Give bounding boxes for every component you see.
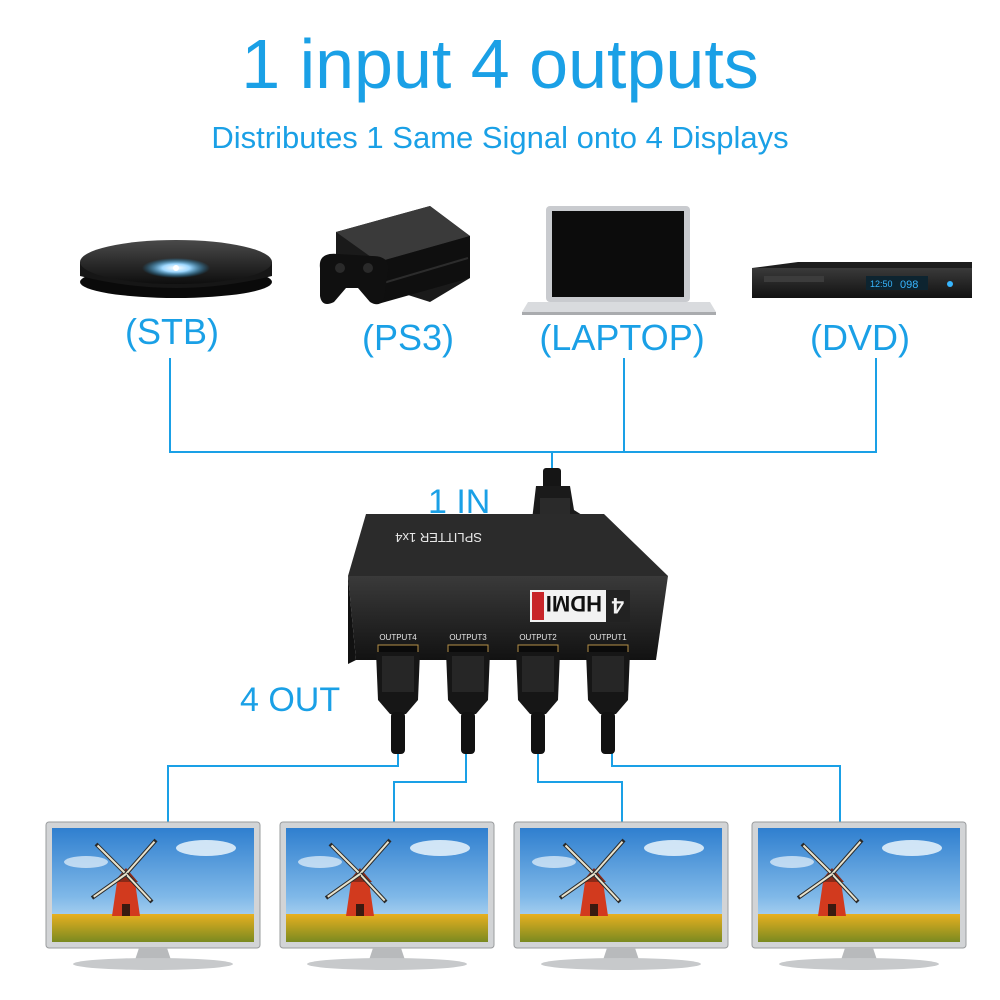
page-title: 1 input 4 outputs <box>241 25 759 103</box>
source-label-stb: (STB) <box>125 311 219 352</box>
hdmi-cable-2 <box>516 652 560 754</box>
hdmi-splitter-box: SPLITTER 1x4 4 HDMI <box>348 514 668 664</box>
port-label: OUTPUT3 <box>449 633 487 642</box>
monitor-icon <box>45 821 261 970</box>
hdmi-cable-4 <box>376 652 420 754</box>
laptop-icon <box>522 206 716 315</box>
source-label-laptop: (LAPTOP) <box>539 317 705 358</box>
hdmi-cable-1 <box>586 652 630 754</box>
svg-text:HDMI: HDMI <box>546 591 602 616</box>
game-console-icon <box>319 206 470 305</box>
input-label: 1 IN <box>428 483 491 521</box>
monitor-icon <box>513 821 729 970</box>
svg-text:4: 4 <box>611 593 624 618</box>
model-text: SPLITTER 1x4 <box>395 530 482 545</box>
page-subtitle: Distributes 1 Same Signal onto 4 Display… <box>211 120 789 155</box>
hdmi-cable-3 <box>446 652 490 754</box>
monitor-icon <box>751 821 967 970</box>
set-top-box-icon <box>80 240 272 298</box>
hdmi-badge: 4 HDMI <box>530 590 630 622</box>
output-label: 4 OUT <box>240 681 341 719</box>
port-label: OUTPUT1 <box>589 633 627 642</box>
hdmi-output-cables <box>376 652 630 754</box>
dvd-player-icon: 12:50 098 <box>752 262 972 298</box>
source-label-dvd: (DVD) <box>810 317 910 358</box>
source-label-ps3: (PS3) <box>361 317 455 358</box>
port-label: OUTPUT4 <box>379 633 417 642</box>
monitor-icon <box>279 821 495 970</box>
port-label: OUTPUT2 <box>519 633 557 642</box>
source-connector-lines <box>169 358 877 480</box>
display-connector-lines <box>167 752 841 822</box>
svg-text:12:50: 12:50 <box>870 279 893 289</box>
displays <box>45 821 967 970</box>
svg-text:098: 098 <box>900 279 918 291</box>
